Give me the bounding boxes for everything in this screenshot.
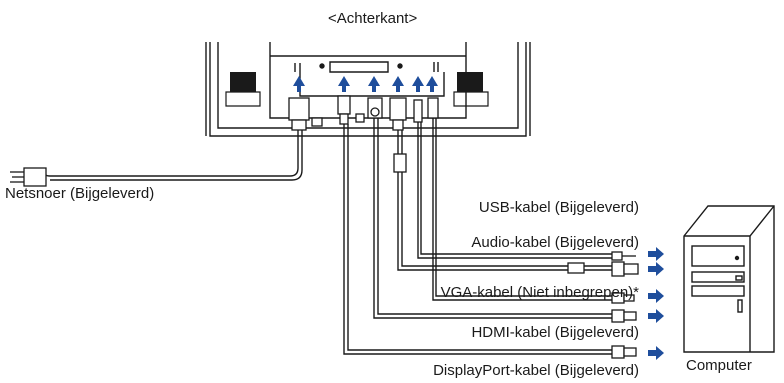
arrow-right-audio (648, 247, 664, 261)
cables (43, 118, 612, 355)
arrow-right-vga (648, 262, 664, 276)
arrow-right-dp (648, 346, 664, 360)
hdmi-cable-label: HDMI-kabel (Bijgeleverd) (471, 324, 639, 341)
arrow-up-hdmi (338, 76, 350, 92)
arrow-up-power (293, 76, 305, 92)
arrow-up-audio (412, 76, 424, 92)
power-cable-label: Netsnoer (Bijgeleverd) (5, 185, 155, 202)
port-connectors (288, 95, 439, 131)
computer-arrows (648, 247, 664, 360)
arrow-right-usb (648, 289, 664, 303)
audio-cable-label: Audio-kabel (Bijgeleverd) (471, 234, 639, 251)
usb-cable-label: USB-kabel (Bijgeleverd) (478, 199, 639, 216)
arrow-up-dp (368, 76, 380, 92)
arrow-up-usb (426, 76, 438, 92)
arrow-up-vga (392, 76, 404, 92)
displayport-cable-label: DisplayPort-kabel (Bijgeleverd) (433, 362, 639, 379)
port-arrows (293, 76, 438, 92)
computer-icon (683, 205, 775, 353)
diagram-title: <Achterkant> (328, 10, 418, 27)
cable-ends (10, 153, 639, 359)
vga-cable-label: VGA-kabel (Niet inbegrepen)* (440, 284, 639, 301)
arrow-right-hdmi (648, 309, 664, 323)
monitor-foot-right (457, 72, 483, 92)
computer-label: Computer (686, 357, 752, 374)
monitor-foot-left (230, 72, 256, 92)
